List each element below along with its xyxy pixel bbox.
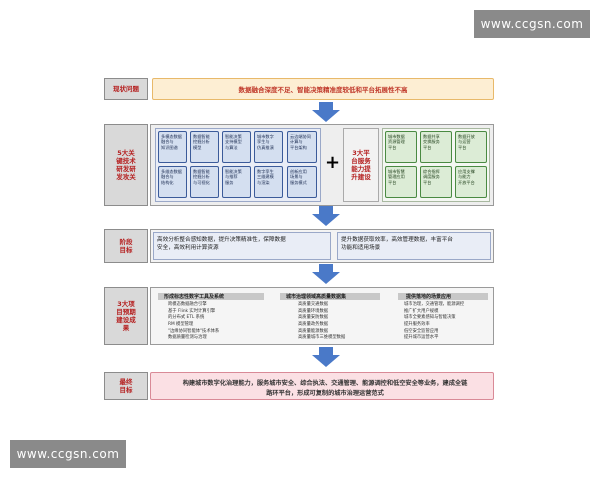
results-col-title: 提供落地的场景应用: [406, 294, 452, 300]
tech-cell: 创新应用 场景与 服务模式: [287, 166, 317, 198]
tech-cell: 城市数字 孪生与 仿真推演: [254, 131, 283, 163]
tech-cell: 数据智能 挖掘分析 与可视化: [190, 166, 219, 198]
platform-cell: 数据开放 与运营 平台: [455, 131, 487, 163]
results-col-items: 城市治理，交通管理，能源调控 推广扩大用户规模 城市全要素感知与智能决策 提升服…: [404, 302, 465, 341]
problem-box: 数据融合深度不足、智能决策精准度较低和平台拓展性不高: [152, 78, 494, 100]
platform-cell: 城市智慧 管理应用 平台: [385, 166, 417, 198]
results-col-title: 形成标志性数字工具及系统: [164, 294, 225, 300]
tech-cell: 智能决策 支持模型 与算法: [222, 131, 251, 163]
tech-cell: 多模态数据 融合与 知识图谱: [158, 131, 187, 163]
results-col-band: [158, 293, 264, 300]
platform-cell: 城市数据 资源管理 平台: [385, 131, 417, 163]
goals-right-text: 提升数据获取效率，高效管理数据，丰富平台 功能和适用场景: [341, 237, 453, 252]
label-final: 最终 目标: [104, 372, 148, 400]
goals-left-box: [153, 232, 331, 260]
goals-right-box: [337, 232, 491, 260]
label-platform: 3大平 台服务 能力提 升建设: [343, 128, 379, 202]
results-col-items: 跨模态数据融合引擎 基于 Flink 实时计算引擎 的分布式 ETL 系统 RM…: [168, 302, 220, 341]
problem-text: 数据融合深度不足、智能决策精准度较低和平台拓展性不高: [238, 86, 408, 94]
watermark-bottom: www.ccgsn.com: [10, 440, 126, 468]
platform-cell: 数据共享 交换服务 平台: [420, 131, 452, 163]
results-col-band: [280, 293, 380, 300]
tech-cell: 数据智能 挖掘分析 模型: [190, 131, 219, 163]
tech-cell: 智能决策 与推荐 服务: [222, 166, 251, 198]
arrow-down-icon: [312, 206, 340, 226]
arrow-down-icon: [312, 264, 340, 284]
arrow-down-icon: [312, 102, 340, 122]
final-text: 构建城市数字化治理能力，服务城市安全、综合执法、交通管理、能源调控和低空安全等业…: [182, 380, 468, 397]
tech-cell: 数字孪生 三维建模 与渲染: [254, 166, 283, 198]
goals-left-text: 高效分析整合感知数据，提升决策精准性，保障数据 安全，高效利用计算资源: [157, 237, 286, 252]
label-problem: 现状问题: [104, 78, 148, 100]
results-col-band: [398, 293, 488, 300]
platform-cell: 应用支撑 与能力 开放平台: [455, 166, 487, 198]
label-research: 5大关 键技术 研发研 发攻关: [104, 124, 148, 206]
final-box: [150, 372, 494, 400]
arrow-down-icon: [312, 347, 340, 367]
label-goals: 阶段 目标: [104, 229, 148, 263]
plus-icon: +: [325, 152, 341, 173]
results-col-title: 城市治理领域高质量数据集: [286, 294, 347, 300]
tech-cell: 多维态数据 融合与 结构化: [158, 166, 187, 198]
watermark-top: www.ccgsn.com: [474, 10, 590, 38]
platform-cell: 综合指挥 调度服务 平台: [420, 166, 452, 198]
results-col-items: 高质量交通数据 高质量环境数据 高质量安防数据 高质量政务数据 高质量能源数据 …: [298, 302, 346, 341]
label-results: 3大项 目预期 建设成 果: [104, 287, 148, 345]
tech-cell: 云边端协同 计算与 平台架构: [287, 131, 317, 163]
